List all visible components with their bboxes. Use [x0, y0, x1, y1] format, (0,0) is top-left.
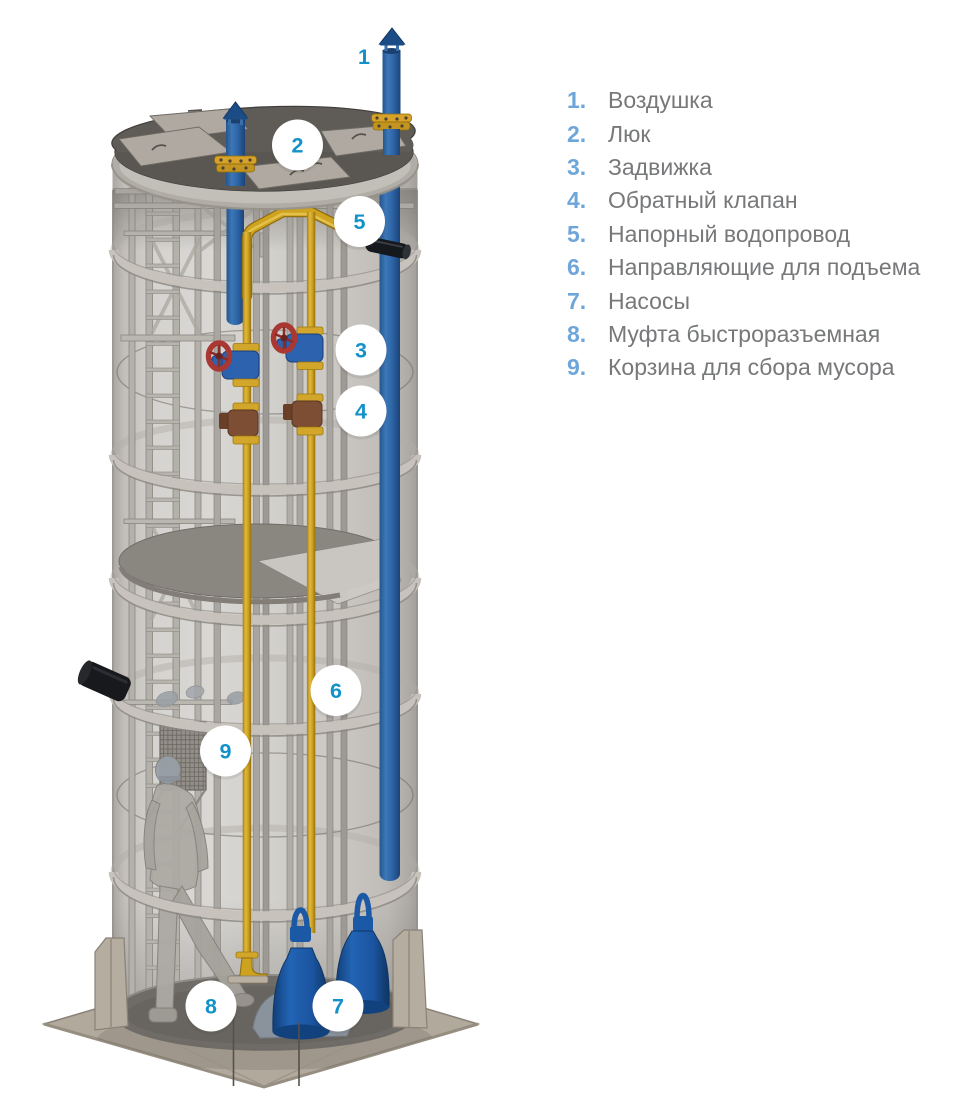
- svg-text:8: 8: [205, 995, 217, 1019]
- svg-text:1: 1: [358, 45, 370, 69]
- svg-text:7: 7: [332, 995, 344, 1019]
- svg-text:9: 9: [220, 740, 232, 764]
- svg-text:4: 4: [355, 400, 367, 424]
- svg-text:6: 6: [330, 679, 342, 703]
- svg-text:2: 2: [292, 134, 304, 158]
- svg-text:3: 3: [355, 339, 367, 363]
- svg-text:5: 5: [354, 210, 366, 234]
